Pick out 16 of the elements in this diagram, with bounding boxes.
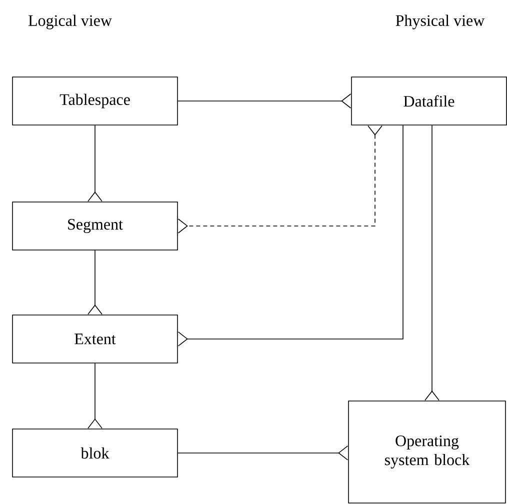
connector-line <box>424 125 440 401</box>
view-heading: Physical view <box>396 14 485 30</box>
connector-line <box>88 250 102 315</box>
view-heading: Logical view <box>28 14 112 30</box>
entity-box: Datafile <box>351 76 507 126</box>
connector-line <box>178 125 382 234</box>
entity-box: Operating system block <box>348 400 506 504</box>
connector-line <box>178 446 348 460</box>
connector-line <box>178 94 352 108</box>
connector-line <box>88 125 102 202</box>
entity-box: Segment <box>12 202 178 250</box>
entity-box: Extent <box>12 314 178 364</box>
entity-box: Tablespace <box>12 76 178 126</box>
connector-line <box>178 125 404 346</box>
entity-box: blok <box>12 428 178 478</box>
connector-line <box>88 363 102 429</box>
